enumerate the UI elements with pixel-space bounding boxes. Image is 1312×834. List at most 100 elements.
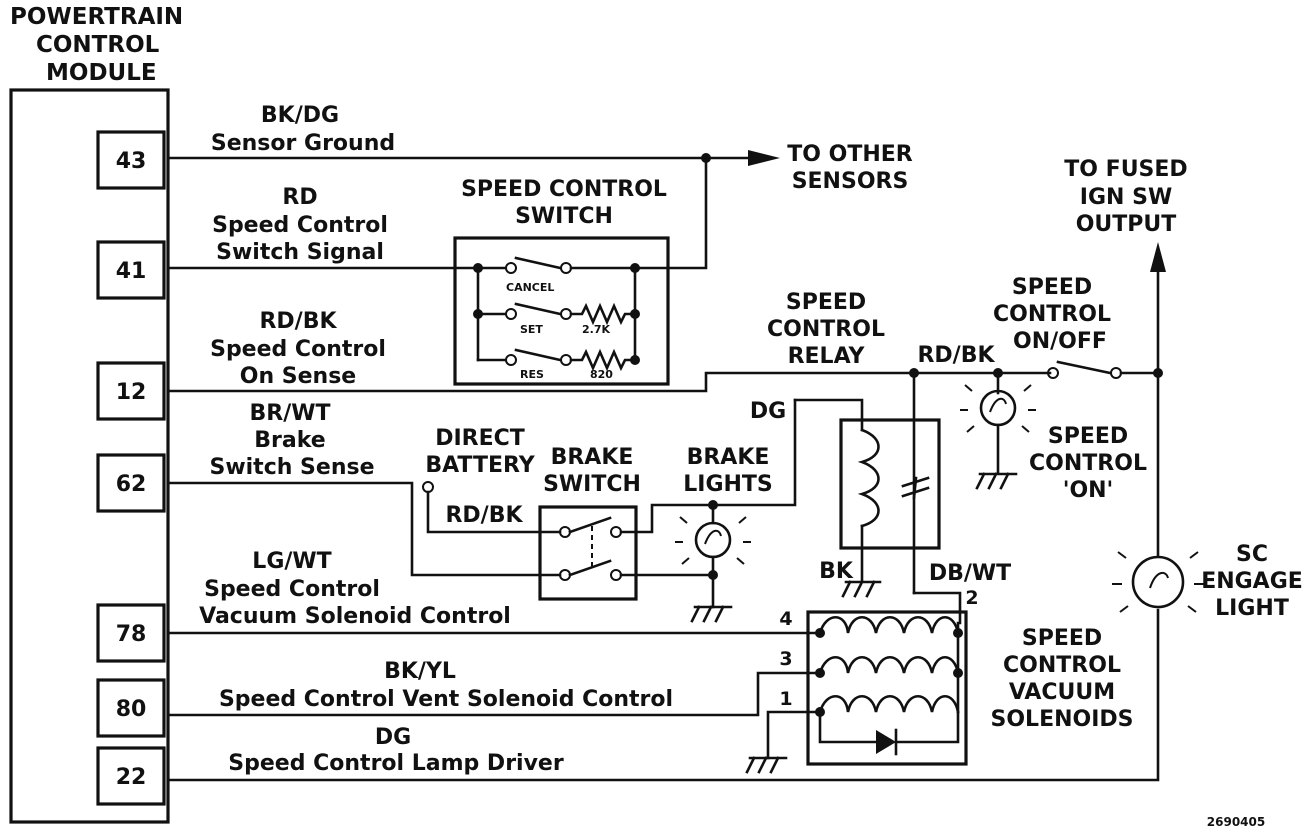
pcm-pins: 43 41 12 62 78 80 22 (96, 130, 166, 806)
wire-62 (166, 481, 562, 577)
pcm-box (9, 88, 170, 824)
circuit-labels: BK/DG Sensor Ground RD Speed Control Swi… (199, 103, 673, 776)
wire-80-name: Speed Control Vent Solenoid Control (219, 687, 673, 712)
wire-43-color: BK/DG (261, 103, 339, 128)
fused-ign-line-2: IGN SW (1080, 185, 1172, 210)
vacuum-solenoids: 4 3 1 2 SPEED CONTROL VACUUM SOLENOIDS (166, 587, 1134, 774)
relay-coil-icon (857, 428, 880, 528)
brake-switch: BRAKE SWITCH (538, 445, 641, 601)
engage-bulb-icon (1131, 555, 1185, 609)
relay-ground-icon (841, 580, 882, 598)
engage-title-1: SC (1236, 542, 1268, 567)
sc-res-label: RES (520, 368, 544, 381)
sc-on-title-3: 'ON' (1063, 478, 1114, 503)
pin-box-43 (96, 130, 166, 190)
brake-light-bulb-icon (694, 521, 732, 559)
pin-box-62 (96, 453, 166, 513)
on-off-switch: SPEED CONTROL ON/OFF (993, 275, 1160, 379)
brake-lights-title-1: BRAKE (687, 445, 770, 470)
wire-41-name-1: Speed Control (212, 213, 388, 238)
on-off-title-2: CONTROL (993, 302, 1111, 327)
other-sensors-label: TO OTHER SENSORS (787, 142, 913, 194)
sc-cancel-label: CANCEL (506, 281, 554, 294)
solenoid-terminal-3: 3 (779, 648, 792, 670)
pin-43-label: 43 (116, 149, 147, 174)
relay-title-3: RELAY (788, 344, 866, 369)
pcm-title-line-2: CONTROL (36, 32, 160, 58)
pin-78-label: 78 (116, 622, 147, 647)
relay-box (839, 418, 941, 550)
pin-12-label: 12 (116, 380, 147, 405)
wire-78-name-1: Speed Control (204, 577, 380, 602)
pcm-title-line-3: MODULE (46, 60, 157, 86)
fused-ign-line-1: TO FUSED (1064, 157, 1187, 182)
other-sensors-line-2: SENSORS (792, 169, 909, 194)
sc-set-label: SET (520, 323, 543, 336)
brake-switch-title-1: BRAKE (551, 445, 634, 470)
fused-ign-line-3: OUTPUT (1076, 212, 1177, 237)
wire-43-name: Sensor Ground (211, 131, 395, 156)
pin-box-41 (96, 240, 166, 300)
solenoid-title-2: CONTROL (1003, 653, 1121, 678)
relay-title-2: CONTROL (767, 317, 885, 342)
brake-lights: BRAKE LIGHTS (675, 445, 773, 623)
pcm-title: POWERTRAIN CONTROL MODULE (10, 4, 183, 86)
solenoid-title-3: VACUUM (1009, 680, 1115, 705)
relay-bk-wire-label: BK (819, 559, 854, 584)
on-off-title-1: SPEED (1012, 275, 1092, 300)
wire-62-name-2: Switch Sense (209, 455, 374, 480)
solenoid-terminal-1: 1 (779, 688, 792, 710)
pcm-title-line-1: POWERTRAIN (10, 4, 183, 30)
sc-on-title-2: CONTROL (1029, 451, 1147, 476)
relay-dg-wire-label: DG (750, 399, 786, 424)
relay-dbwt-wire-label: DB/WT (929, 561, 1011, 586)
brake-lights-title-2: LIGHTS (683, 472, 773, 497)
on-off-title-3: ON/OFF (1013, 329, 1107, 354)
other-sensors-line-1: TO OTHER (787, 142, 913, 167)
pin-41-label: 41 (116, 259, 147, 284)
wire-12-name-1: Speed Control (210, 337, 386, 362)
engage-title-2: ENGAGE (1201, 569, 1303, 594)
wire-12-color: RD/BK (259, 309, 337, 334)
sc-switch-title-1: SPEED CONTROL (461, 177, 667, 202)
solenoid-terminal-4: 4 (779, 608, 792, 630)
relay-supply-wire-label: RD/BK (917, 343, 995, 368)
sc-on-lamp: SPEED CONTROL 'ON' (960, 384, 1147, 503)
wire-78-name-2: Vacuum Solenoid Control (199, 604, 511, 629)
wire-62-color: BR/WT (249, 401, 330, 426)
wire-41-name-2: Switch Signal (216, 240, 384, 265)
solenoid-title-1: SPEED (1022, 626, 1102, 651)
pin-62-label: 62 (116, 472, 147, 497)
sc-on-bulb-icon (979, 389, 1017, 427)
sc-engage-light: SC ENGAGE LIGHT (1112, 542, 1303, 621)
wire-41-color: RD (282, 185, 317, 210)
wire-22-name: Speed Control Lamp Driver (228, 751, 564, 776)
direct-battery-title-1: DIRECT (435, 426, 525, 451)
wire-43 (166, 150, 780, 270)
wire-12-name-2: On Sense (240, 364, 356, 389)
speed-control-switch: SPEED CONTROL SWITCH CANCEL SET RES 2.7K (166, 177, 670, 386)
pin-box-80 (96, 678, 166, 738)
sc-on-ground-icon (975, 472, 1018, 490)
solenoid-box (806, 610, 968, 766)
battery-wire-label: RD/BK (445, 503, 523, 528)
figure-ref: 2690405 (1207, 815, 1265, 829)
solenoid-terminal-2: 2 (965, 587, 978, 609)
direct-battery: DIRECT BATTERY RD/BK (422, 426, 562, 534)
sc-switch-title-2: SWITCH (515, 204, 613, 229)
brake-switch-box (538, 505, 638, 601)
wire-78-color: LG/WT (252, 549, 331, 574)
solenoid-ground-icon (745, 756, 788, 774)
pin-22-label: 22 (116, 765, 147, 790)
brake-light-ground-icon (690, 605, 733, 623)
sc-resistor-820-label: 820 (590, 368, 613, 381)
battery-terminal-icon (422, 481, 434, 493)
pin-box-12 (96, 361, 166, 421)
arrow-to-ign-icon (1150, 242, 1166, 272)
relay-title-1: SPEED (786, 290, 866, 315)
wire-62-name-1: Brake (254, 428, 325, 453)
brake-switch-title-2: SWITCH (543, 472, 641, 497)
sc-on-title-1: SPEED (1048, 424, 1128, 449)
diode-icon (876, 730, 896, 754)
